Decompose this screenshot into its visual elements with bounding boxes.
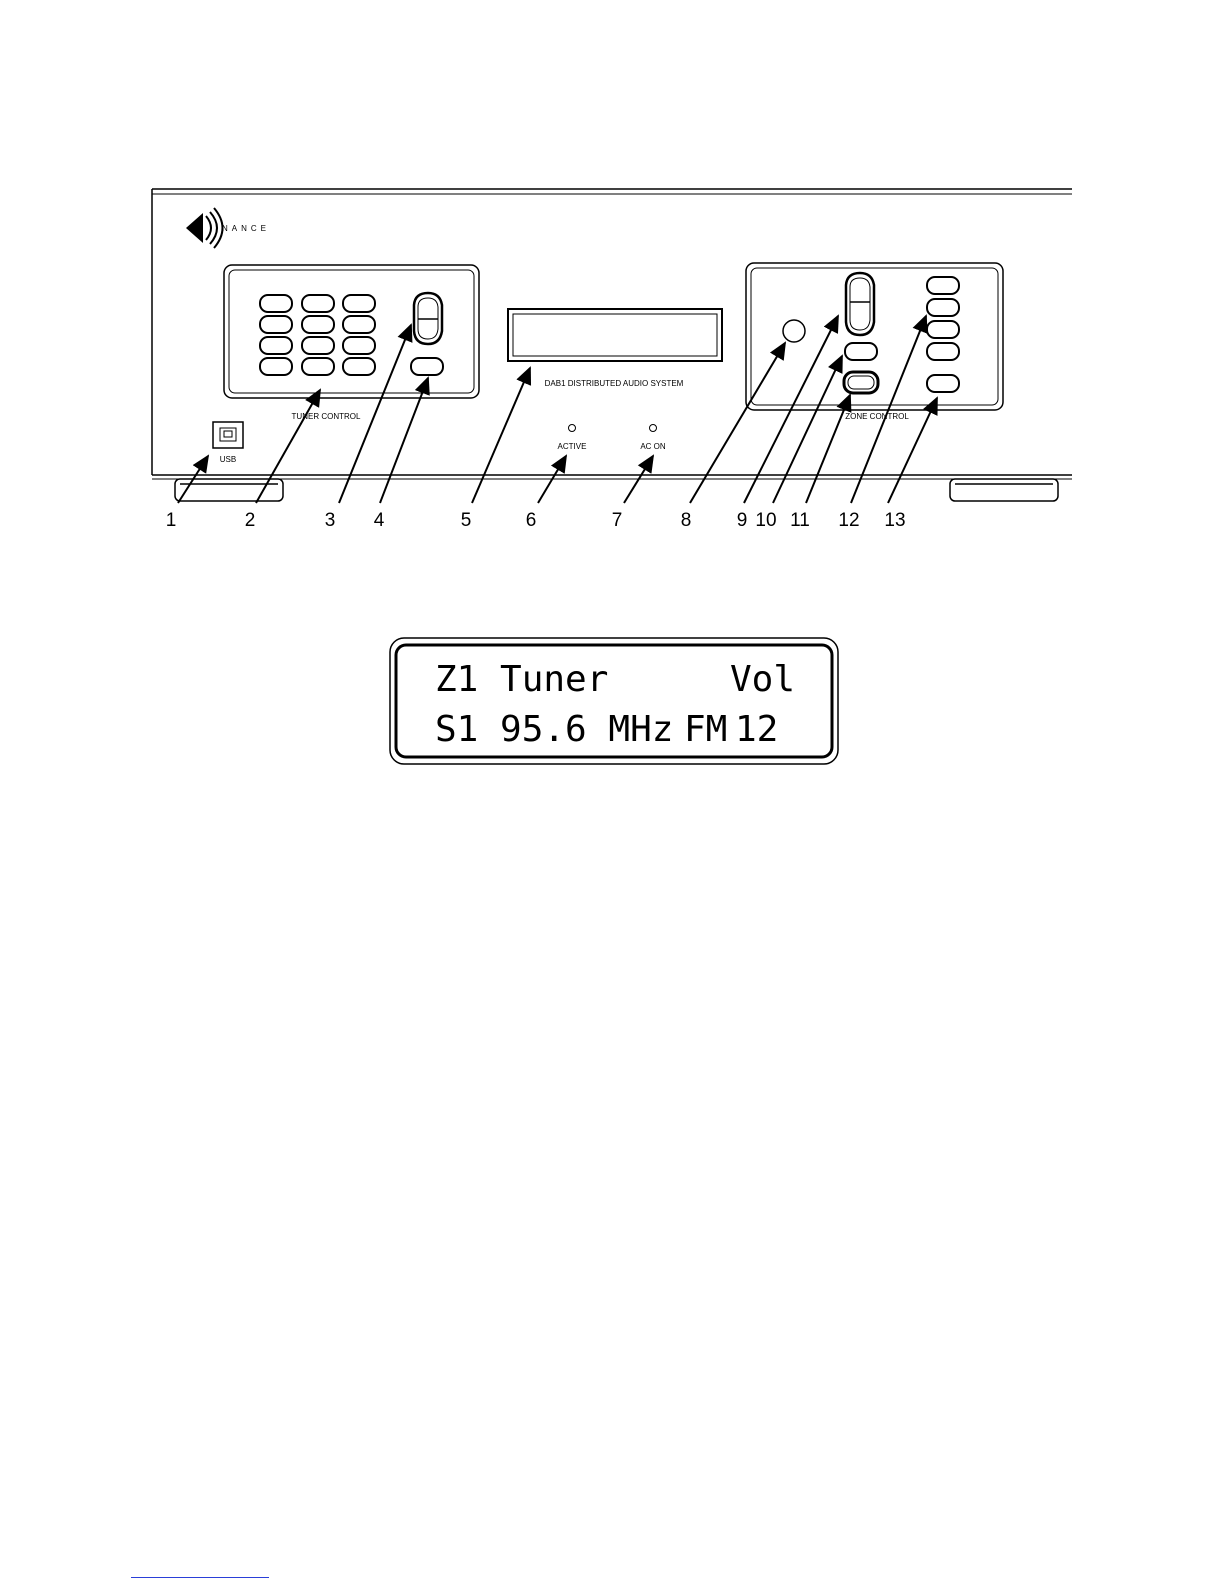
zone-control-label: ZONE CONTROL — [845, 412, 909, 421]
callout-number-9: 9 — [737, 510, 748, 531]
callout-arrow-4 — [380, 378, 428, 503]
callout-number-3: 3 — [325, 510, 336, 531]
brand-logo: NANCE — [186, 208, 270, 248]
callout-number-8: 8 — [681, 510, 692, 531]
source-button[interactable] — [927, 343, 959, 360]
callout-number-6: 6 — [526, 510, 537, 531]
callout-number-13: 13 — [884, 510, 905, 531]
callout-numbers: 1 2 3 4 5 6 7 8 9 10 11 12 13 — [166, 510, 906, 531]
active-label: ACTIVE — [558, 442, 587, 451]
keypad-button[interactable] — [343, 358, 375, 375]
keypad-button[interactable] — [302, 358, 334, 375]
callout-number-11: 11 — [790, 510, 810, 531]
ir-receiver — [783, 320, 805, 342]
callout-number-10: 10 — [755, 510, 776, 531]
model-label: DAB1 DISTRIBUTED AUDIO SYSTEM — [545, 379, 684, 388]
source-button[interactable] — [927, 299, 959, 316]
callout-number-4: 4 — [374, 510, 385, 531]
right-foot — [950, 479, 1058, 501]
lcd-display: Z1 Tuner Vol S1 95.6 MHz FM 12 — [390, 638, 838, 764]
source-button[interactable] — [927, 321, 959, 338]
keypad-button[interactable] — [260, 316, 292, 333]
tuner-mode-button[interactable] — [411, 358, 443, 375]
zone-control-panel: ZONE CONTROL — [746, 263, 1003, 421]
ac-on-led — [650, 425, 657, 432]
display-window: DAB1 DISTRIBUTED AUDIO SYSTEM — [508, 309, 722, 388]
lcd-line2-left: S1 95.6 MHz — [435, 709, 673, 750]
brand-name: NANCE — [222, 224, 270, 233]
zone-volume-rocker[interactable] — [846, 273, 874, 335]
callout-number-2: 2 — [245, 510, 256, 531]
keypad-button[interactable] — [260, 358, 292, 375]
footer-rule — [131, 1577, 269, 1578]
keypad-button[interactable] — [302, 295, 334, 312]
zone-select-button[interactable] — [845, 343, 877, 360]
keypad-button[interactable] — [343, 316, 375, 333]
callout-number-1: 1 — [166, 510, 177, 531]
callout-number-5: 5 — [461, 510, 472, 531]
tuner-keypad — [260, 295, 375, 375]
callout-arrow-11 — [806, 395, 850, 503]
lcd-line2-mid: FM — [684, 709, 727, 750]
tuner-control-label: TUNER CONTROL — [292, 412, 361, 421]
keypad-button[interactable] — [260, 337, 292, 354]
zone-mode-button[interactable] — [927, 375, 959, 392]
callout-arrow-2 — [256, 390, 320, 503]
ac-on-label: AC ON — [640, 442, 666, 451]
callout-arrow-5 — [472, 368, 530, 503]
tuner-control-panel: TUNER CONTROL — [224, 265, 479, 421]
source-button[interactable] — [927, 277, 959, 294]
keypad-button[interactable] — [302, 337, 334, 354]
zone-power-button[interactable] — [844, 372, 878, 393]
keypad-button[interactable] — [302, 316, 334, 333]
keypad-button[interactable] — [343, 337, 375, 354]
tuner-rocker-button[interactable] — [414, 293, 442, 344]
usb-label: USB — [220, 455, 236, 464]
keypad-button[interactable] — [260, 295, 292, 312]
callout-number-12: 12 — [838, 510, 859, 531]
lcd-line1-right: Vol — [730, 659, 795, 700]
active-led — [569, 425, 576, 432]
keypad-button[interactable] — [343, 295, 375, 312]
lcd-line2-right: 12 — [735, 709, 778, 750]
callout-number-7: 7 — [612, 510, 623, 531]
usb-port[interactable] — [213, 422, 243, 448]
lcd-line1-left: Z1 Tuner — [435, 659, 608, 700]
